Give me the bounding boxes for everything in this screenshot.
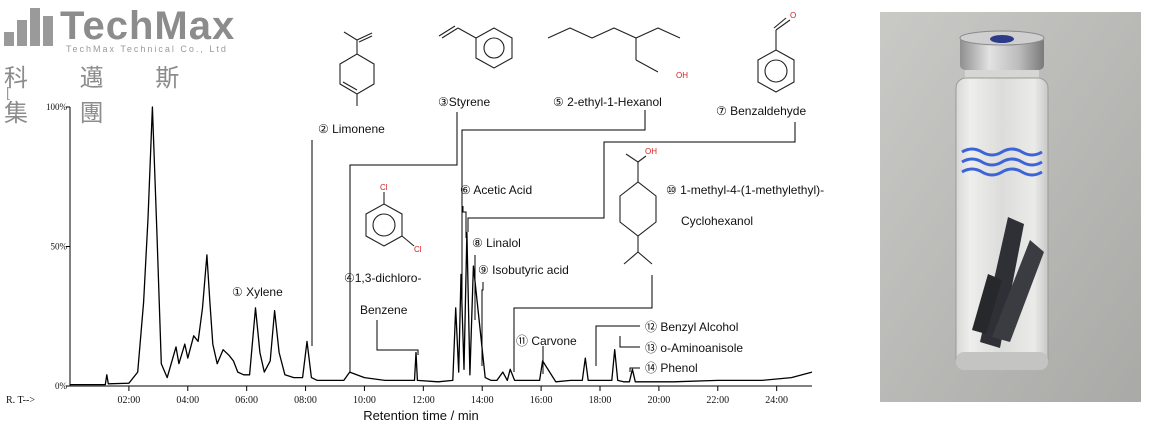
x-tick-label: 18:00: [589, 395, 612, 406]
label-benzene: Benzene: [360, 303, 408, 317]
leader-line-4: [462, 206, 467, 238]
dichlorobenzene-structure-icon: [365, 192, 415, 247]
chloro-label-a: Cl: [380, 183, 388, 192]
x-tick-label: 20:00: [647, 395, 670, 406]
x-axis-title: Retention time / min: [363, 408, 479, 423]
y-tick-label: 0%: [55, 381, 68, 391]
label-linalol: ⑧ Linalol: [472, 236, 521, 250]
label-acetic-acid: ⑥ Acetic Acid: [460, 183, 532, 197]
leader-line-5: [467, 122, 796, 232]
aldehyde-oxygen-label: O: [790, 11, 796, 20]
x-tick-label: 08:00: [294, 395, 317, 406]
logo-bracket: [: [6, 84, 10, 100]
chloro-label-b: Cl: [414, 245, 422, 254]
annotation-leaders: [311, 110, 796, 374]
label-isobutyric-acid: ⑨ Isobutyric acid: [478, 263, 569, 277]
label-limonene: ② Limonene: [318, 122, 385, 136]
x-tick-label: 10:00: [353, 395, 376, 406]
y-tick-label: 50%: [51, 242, 68, 252]
leader-line-11: [619, 336, 640, 348]
ethylhexanol-structure-icon: [547, 27, 681, 73]
leader-line-2: [376, 320, 419, 355]
label-styrene: ③Styrene: [438, 95, 490, 109]
logo-chinese-name: 科 邁 斯 集 團: [4, 64, 202, 127]
label-xylene: ① Xylene: [232, 285, 283, 299]
leader-line-3: [461, 110, 646, 300]
chromatogram-trace: [70, 106, 813, 386]
leader-line-12: [629, 367, 640, 372]
hydroxyl-label-a: OH: [676, 71, 688, 80]
y-tick-label: 100%: [46, 102, 68, 112]
label-phenol: ⑭ Phenol: [645, 361, 698, 375]
chromatogram-chart: 0% 50% 100% 02:00 04:00 06:00 08:00 10:00 12:00 1…: [6, 11, 824, 423]
logo-bars-icon: [4, 8, 53, 46]
x-tick-label: 02:00: [117, 395, 140, 406]
cyclohexanol-structure-icon: [619, 153, 657, 265]
label-carvone: ⑪ Carvone: [516, 334, 577, 348]
benzaldehyde-structure-icon: [757, 17, 795, 93]
hydroxyl-label-b: OH: [645, 147, 657, 156]
x-tick-label: 16:00: [530, 395, 553, 406]
x-tick-label: 04:00: [176, 395, 199, 406]
label-ethylhexanol: ⑤ 2-ethyl-1-Hexanol: [553, 95, 662, 109]
sample-vial-photo: [880, 12, 1141, 402]
leader-line-7: [481, 282, 484, 366]
logo-name: TechMax: [60, 4, 236, 48]
x-tick-label: 12:00: [412, 395, 435, 406]
structure-atom-labels: Cl Cl OH OH O: [380, 11, 796, 254]
leader-line-10: [595, 325, 640, 366]
label-methyl-isopropyl: ⑩ 1-methyl-4-(1-methylethyl)-: [666, 183, 824, 197]
series-line-0: [70, 106, 813, 386]
x-tick-label: 06:00: [235, 395, 258, 406]
x-tick-label: 14:00: [471, 395, 494, 406]
molecule-structures: [339, 17, 795, 265]
logo-subtitle: TechMax Technical Co., Ltd: [66, 44, 228, 54]
leader-line-8: [513, 275, 653, 372]
compound-labels: ① Xylene ② Limonene ③Styrene ④1,3-dichlo…: [232, 95, 824, 375]
label-benzyl-alcohol: ⑫ Benzyl Alcohol: [645, 320, 738, 334]
label-aminoanisole: ⑬ o-Aminoanisole: [645, 341, 743, 355]
techmax-logo: TechMax TechMax Technical Co., Ltd 科 邁 斯…: [0, 0, 250, 127]
limonene-structure-icon: [339, 31, 375, 106]
label-benzaldehyde: ⑦ Benzaldehyde: [716, 104, 806, 118]
styrene-structure-icon: [438, 25, 513, 69]
axis-prefix-label: R. T-->: [6, 395, 35, 406]
x-tick-label: 24:00: [765, 395, 788, 406]
x-tick-label: 22:00: [706, 395, 729, 406]
label-cyclohexanol: Cyclohexanol: [681, 214, 753, 228]
chart-axes: 0% 50% 100% 02:00 04:00 06:00 08:00 10:00 12:00 1…: [6, 102, 812, 423]
leader-line-1: [349, 112, 458, 372]
label-dichloro: ④1,3-dichloro-: [344, 271, 421, 285]
